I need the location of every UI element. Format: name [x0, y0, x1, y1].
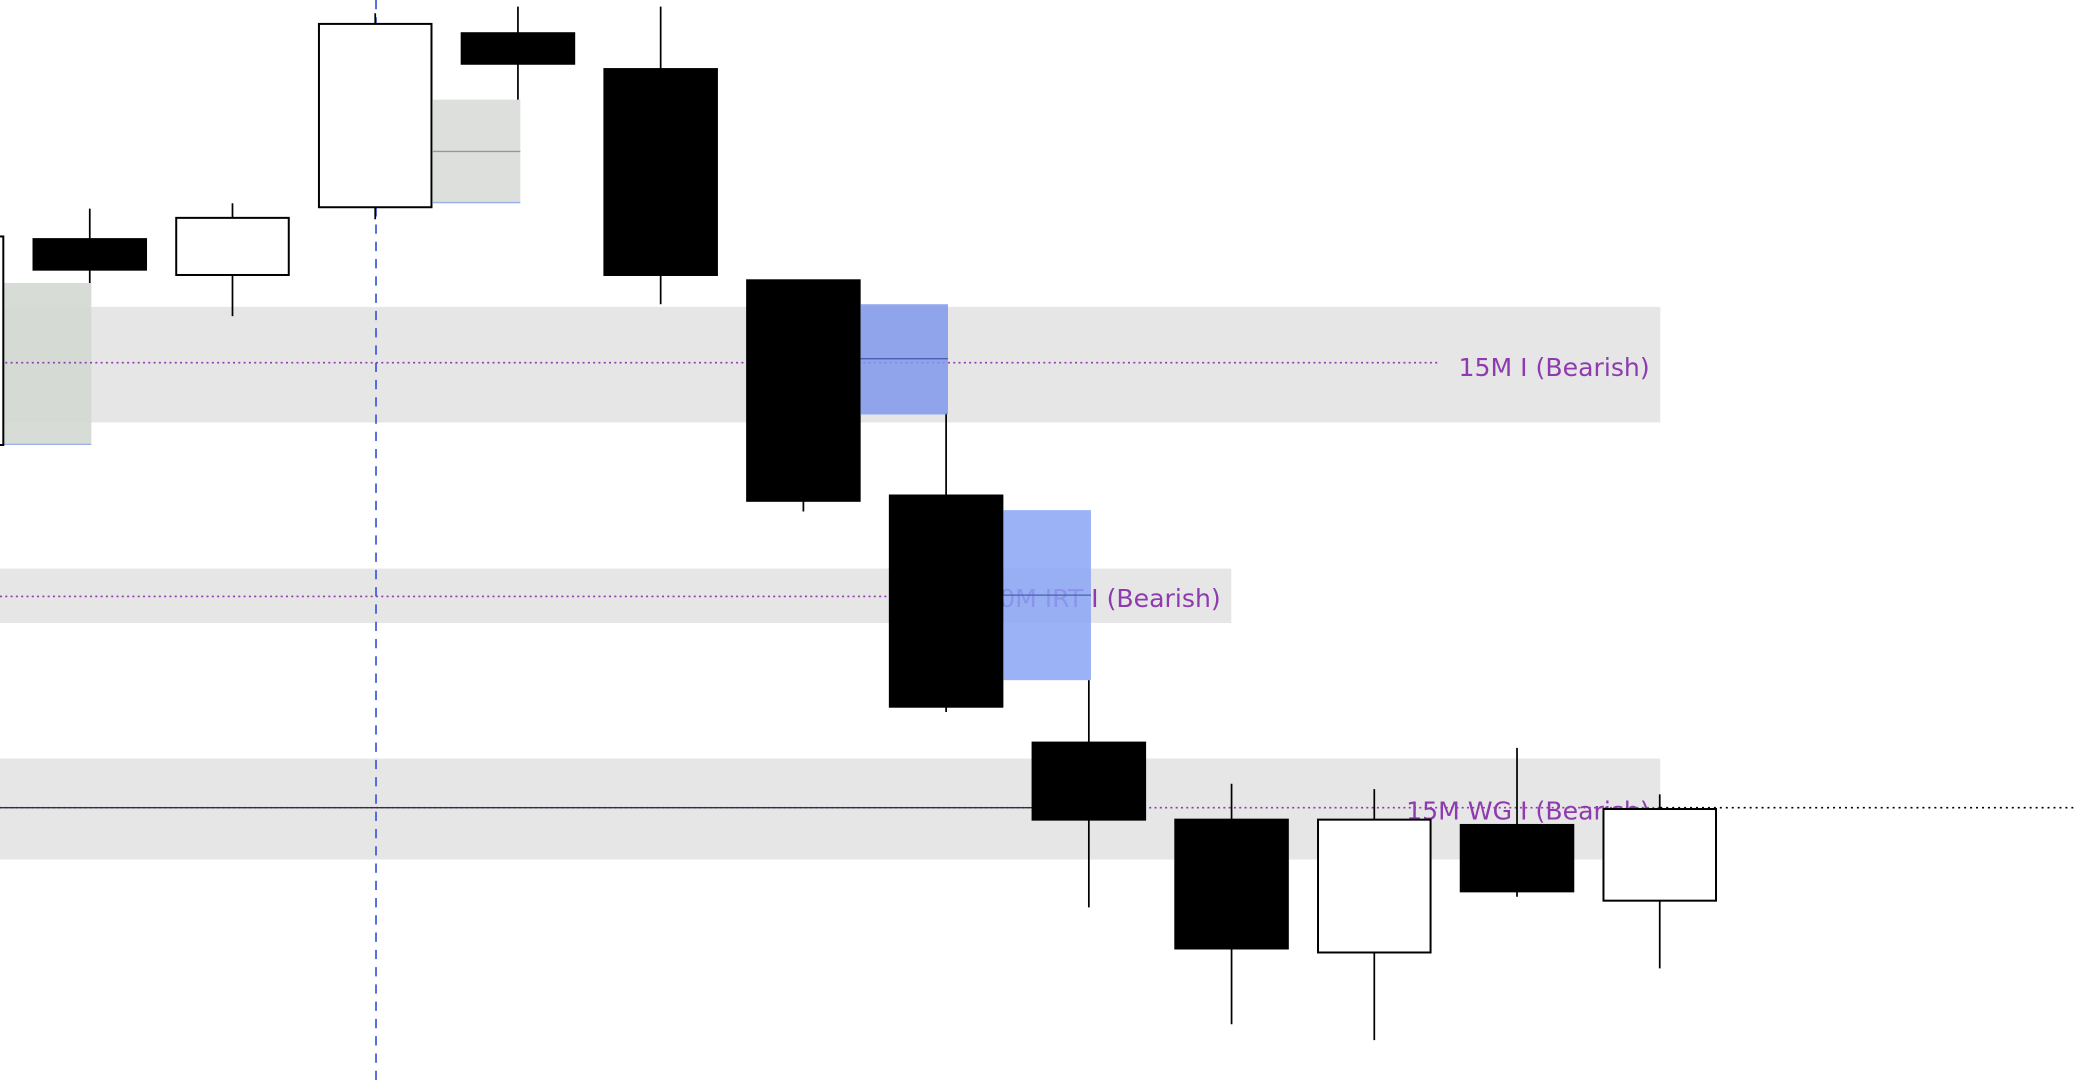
candle-body-bullish — [175, 216, 290, 276]
candle-body-bearish — [603, 68, 718, 276]
candle[interactable] — [317, 13, 433, 220]
candle[interactable] — [460, 6, 576, 100]
candle-body-bearish — [746, 279, 861, 502]
candle[interactable] — [1602, 794, 1718, 969]
zone-label-15m: 15M I (Bearish) — [1458, 353, 1649, 382]
gap-gray-left — [0, 282, 92, 446]
candle[interactable] — [1459, 747, 1575, 897]
candle[interactable] — [1031, 680, 1147, 908]
candle[interactable] — [746, 279, 861, 512]
candle[interactable] — [0, 235, 5, 447]
candle[interactable] — [1174, 783, 1289, 1025]
candle-body-bearish — [32, 238, 148, 271]
candle[interactable] — [175, 203, 290, 317]
candle[interactable] — [32, 208, 148, 283]
candle-body-bearish — [1174, 818, 1289, 950]
candle-body-bullish — [317, 22, 433, 209]
gaps-layer — [860, 304, 1091, 681]
candle-body-bullish — [1602, 808, 1718, 902]
candle-body-bearish — [1459, 823, 1575, 893]
candle-body-bullish — [1317, 818, 1432, 954]
candle[interactable] — [603, 6, 718, 305]
candle-body-bearish — [888, 494, 1004, 708]
candle[interactable] — [1317, 789, 1432, 1041]
candle-body-bearish — [1031, 741, 1147, 821]
candle[interactable] — [888, 413, 1004, 713]
candles-layer — [0, 6, 1718, 1041]
candle-body-bearish — [460, 32, 576, 65]
candle-body-bullish — [0, 235, 5, 447]
